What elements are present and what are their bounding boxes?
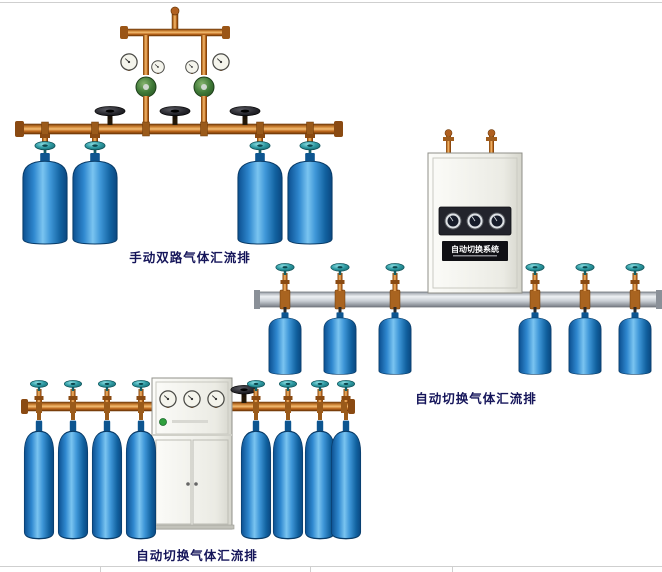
cylinder-valve-handwheel — [131, 380, 151, 391]
pressure-gauge — [120, 53, 138, 71]
valve-station — [625, 263, 645, 310]
cylinder-valve-handwheel — [525, 263, 545, 275]
manifold-pipe — [21, 399, 355, 414]
valve-station — [330, 263, 350, 310]
control-cabinet: 自动切换系统 — [427, 129, 523, 294]
bottom-border-tick — [452, 567, 453, 572]
panel-gauge — [207, 390, 225, 408]
cylinder-valve-handwheel — [97, 380, 117, 391]
cylinder-valve-handwheel — [29, 380, 49, 391]
inlet-fitting — [487, 129, 496, 137]
cabinet-label: 自动切换系统 — [451, 244, 499, 254]
cabinet-door — [192, 439, 229, 525]
gas-cylinder — [378, 312, 412, 375]
gas-cylinder — [518, 312, 552, 375]
cylinder-risers — [29, 380, 356, 402]
outlet-valve — [230, 385, 258, 403]
cylinder-valve-handwheel — [84, 141, 106, 154]
outlet-tee-assembly — [120, 6, 230, 75]
gas-cylinder — [23, 419, 55, 540]
bottom-border-line — [0, 566, 662, 567]
pressure-regulator-left — [120, 53, 165, 124]
gas-cylinder — [125, 419, 157, 540]
gas-cylinders — [23, 411, 362, 540]
pressure-gauge — [185, 60, 199, 74]
valve-station — [275, 263, 295, 310]
gas-cylinder — [618, 312, 652, 375]
black-handwheel — [94, 106, 126, 119]
valve-station — [525, 263, 545, 310]
door-handle — [186, 482, 190, 486]
control-cabinet — [149, 377, 235, 530]
black-handwheel — [159, 106, 191, 119]
figure-auto-switch-wall-manifold: 自动切换系统 — [254, 129, 662, 375]
gas-cylinder — [330, 419, 362, 540]
rail-valves — [275, 263, 645, 310]
panel-gauge — [466, 212, 484, 230]
cylinder-valve-handwheel — [385, 263, 405, 275]
panel-gauge — [183, 390, 201, 408]
gas-cylinder — [22, 152, 68, 245]
gas-cylinder — [304, 419, 336, 540]
figure-auto-switch-floor-manifold — [21, 377, 362, 540]
indicator-light — [159, 418, 167, 426]
cylinder-valve-handwheel — [63, 380, 83, 391]
gas-cylinder — [268, 312, 302, 375]
valve-station — [575, 263, 595, 310]
gas-cylinder — [91, 419, 123, 540]
cylinder-valve-handwheel — [310, 380, 330, 391]
panel-gauge — [159, 390, 177, 408]
pressure-gauge — [151, 60, 165, 74]
black-handwheel — [229, 106, 261, 119]
gas-cylinder — [72, 152, 118, 245]
gas-cylinder — [57, 419, 89, 540]
figure-manual-dual-manifold — [15, 6, 343, 245]
figure-caption-manual-dual: 手动双路气体汇流排 — [129, 251, 251, 265]
gas-cylinders — [268, 307, 652, 375]
gas-cylinder — [323, 312, 357, 375]
gas-cylinder — [568, 312, 602, 375]
outlet-fitting — [170, 6, 180, 16]
shutoff-valves — [94, 106, 261, 125]
cylinder-valve-handwheel — [34, 141, 56, 154]
pressure-regulator-right — [185, 53, 230, 124]
panel-gauge — [444, 212, 462, 230]
cylinder-valve-handwheel — [575, 263, 595, 275]
cylinder-valve-handwheel — [330, 263, 350, 275]
cylinder-risers — [34, 134, 321, 154]
panel-gauge — [488, 212, 506, 230]
figure-caption-auto-wall: 自动切换气体汇流排 — [415, 392, 537, 406]
cylinder-valve-handwheel — [278, 380, 298, 391]
manifold-pipe — [15, 121, 343, 137]
cylinder-valve-handwheel — [336, 380, 356, 391]
gas-cylinder — [240, 419, 272, 540]
figure-caption-auto-floor: 自动切换气体汇流排 — [136, 549, 258, 563]
gas-cylinder — [272, 419, 304, 540]
cylinder-valve-handwheel — [625, 263, 645, 275]
bottom-border-tick — [100, 567, 101, 572]
door-handle — [194, 482, 198, 486]
bottom-border-tick — [310, 567, 311, 572]
inlet-fitting — [444, 129, 453, 137]
pressure-gauge — [212, 53, 230, 71]
top-border-line — [0, 2, 662, 3]
